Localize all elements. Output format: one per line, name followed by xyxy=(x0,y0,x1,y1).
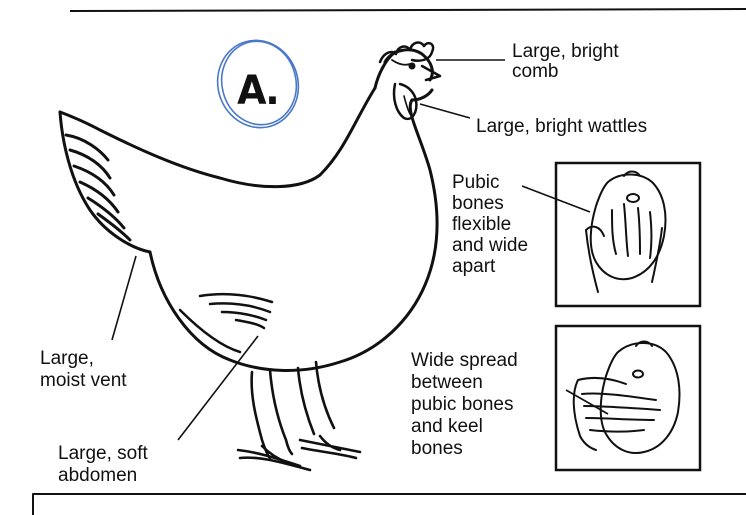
label-spread: Wide spread between pubic bones and keel… xyxy=(411,350,518,460)
bottom-box-border xyxy=(33,494,746,515)
hen-breast-outline xyxy=(150,100,437,370)
hen-legs xyxy=(238,362,360,470)
inset-spread-frame xyxy=(556,326,700,470)
inset-pubic-hen-body xyxy=(591,175,666,280)
label-comb: Large, bright comb xyxy=(512,42,619,82)
leader-vent xyxy=(112,256,136,340)
inset-pubic-bones xyxy=(556,163,700,306)
label-vent: Large, moist vent xyxy=(40,348,127,392)
label-abdomen: Large, soft abdomen xyxy=(58,443,148,487)
leader-abdomen xyxy=(178,336,258,440)
figure-marker-letter: A. xyxy=(237,68,278,114)
leader-wattles xyxy=(420,104,470,118)
hen-eye xyxy=(409,63,416,70)
inset-spread-hand xyxy=(574,378,660,450)
label-wattles: Large, bright wattles xyxy=(476,117,647,137)
inset-pubic-vent xyxy=(627,194,639,202)
label-pubic-bones: Pubic bones flexible and wide apart xyxy=(452,172,528,277)
top-rule xyxy=(70,9,746,11)
inset-spread-vent xyxy=(633,371,643,378)
hen-wing-feathers xyxy=(200,294,272,328)
inset-pubic-frame xyxy=(556,163,700,306)
inset-spread xyxy=(556,326,700,470)
